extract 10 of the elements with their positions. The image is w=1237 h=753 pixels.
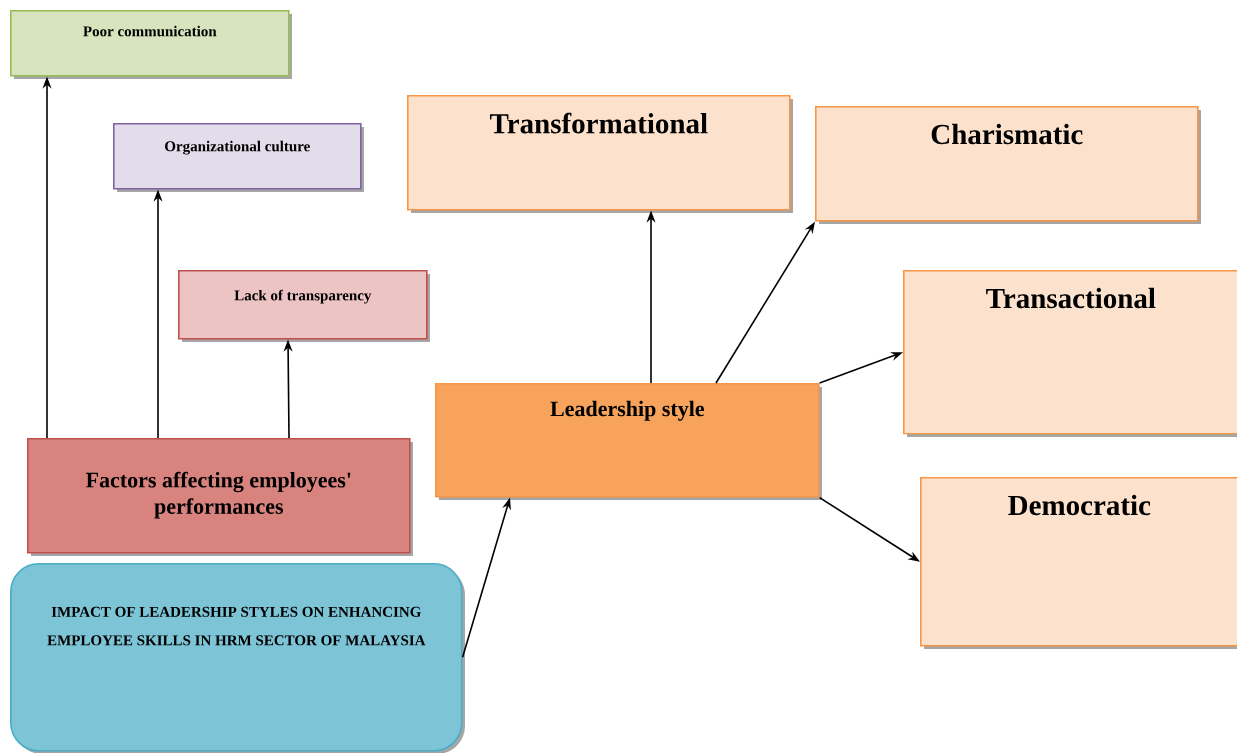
text-box: Democratic <box>920 477 1237 649</box>
text-box: Lack of transparency <box>178 270 430 342</box>
text-box: Factors affecting employees' performances <box>27 438 413 556</box>
text-box: Leadership style <box>435 383 822 500</box>
text-box: Poor communication <box>10 10 292 79</box>
topic-box: IMPACT OF LEADERSHIP STYLES ON ENHANCING EMPLOYEE SKILLS IN HRM SECTOR OF MALAYSIA <box>10 563 465 753</box>
text-box: Organizational culture <box>113 123 364 192</box>
text-box: Transactional <box>903 270 1237 437</box>
text-box: Charismatic <box>815 106 1201 224</box>
text-box: Transformational <box>407 95 793 213</box>
